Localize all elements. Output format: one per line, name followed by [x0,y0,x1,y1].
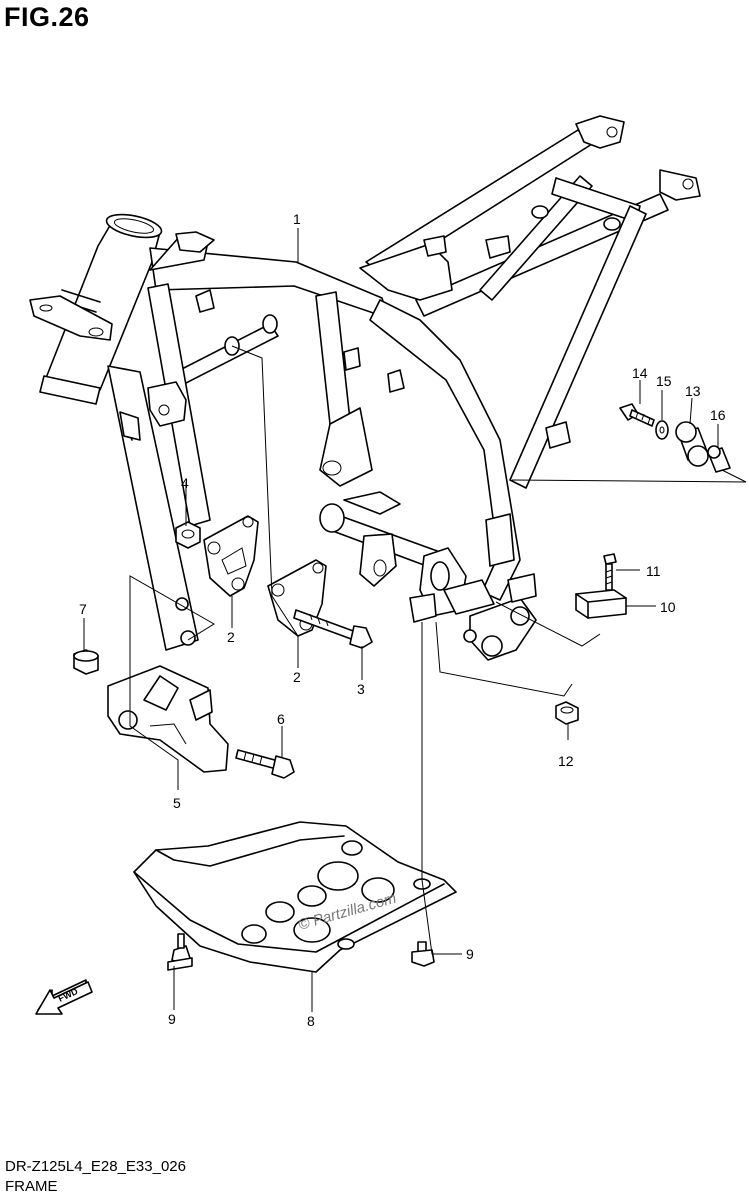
callout-3: 3 [357,681,365,697]
rubber-cushion-10[interactable] [575,589,627,619]
callout-6: 6 [277,711,285,727]
lower-bracket-5[interactable] [107,665,229,773]
callout-12: 12 [558,753,574,769]
callout-5: 5 [173,795,181,811]
callout-2b: 2 [293,669,301,685]
leader-lines [83,228,747,1012]
spacer-16[interactable] [707,445,731,473]
footer-diagram-name: FRAME [5,1178,58,1195]
footer-diagram-code: DR-Z125L4_E28_E33_026 [5,1158,186,1175]
callout-9b: 9 [466,946,474,962]
bolt-14[interactable] [619,403,655,427]
callout-14: 14 [632,365,648,381]
callout-13: 13 [685,383,701,399]
callout-labels: 1 2 2 3 4 5 6 7 8 9 9 10 11 12 13 14 15 … [79,211,726,1029]
callout-10: 10 [660,599,676,615]
callout-7: 7 [79,601,87,617]
bolt-9-right[interactable] [411,941,435,967]
nut-4[interactable] [175,521,201,549]
figure-title: FIG.26 [4,2,90,32]
callout-15: 15 [656,373,672,389]
fwd-arrow-icon: FWD [35,979,93,1015]
washer-15[interactable] [655,420,669,440]
skid-plate-8[interactable] [133,821,457,973]
bolt-11[interactable] [603,553,617,591]
callout-2a: 2 [227,629,235,645]
main-frame[interactable] [29,115,701,661]
callout-16: 16 [710,407,726,423]
bolt-6[interactable] [235,749,295,779]
callout-11: 11 [646,563,661,579]
callout-8: 8 [307,1013,315,1029]
callout-9a: 9 [168,1011,176,1027]
callout-4: 4 [181,475,189,491]
bolt-3[interactable] [293,609,373,649]
nut-12[interactable] [555,701,579,725]
nut-7[interactable] [73,649,99,675]
collar-13[interactable] [675,421,709,467]
callout-1: 1 [293,211,301,227]
bolt-9-left[interactable] [167,933,193,971]
engine-bracket-left[interactable] [203,515,259,597]
